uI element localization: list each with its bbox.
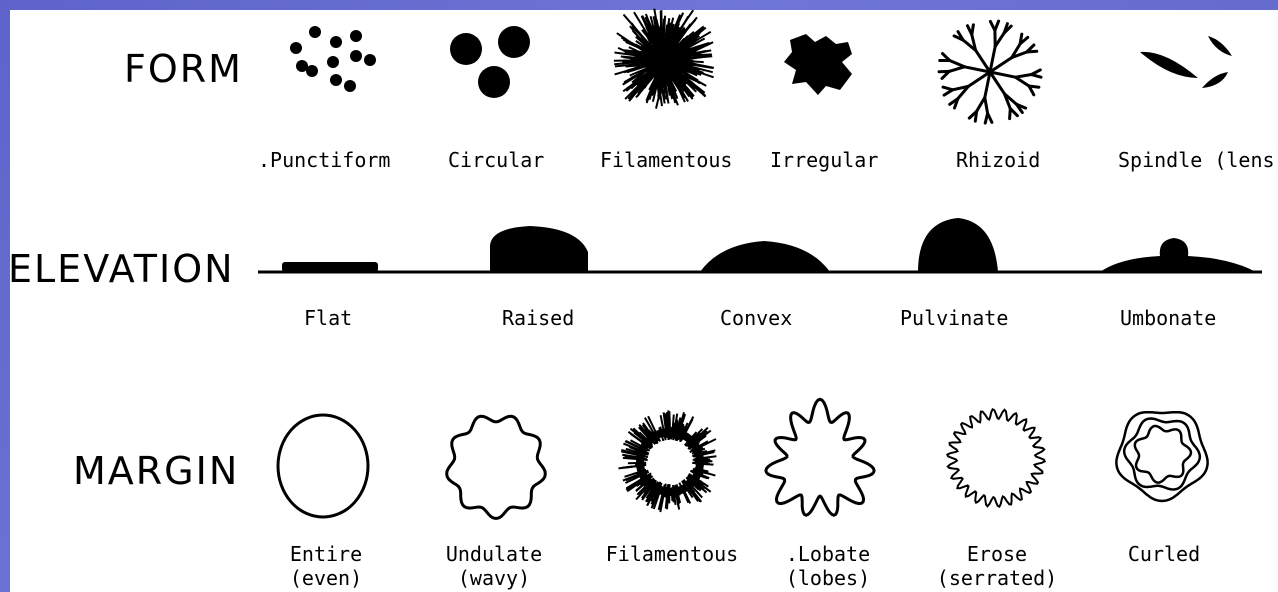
elevation-profiles — [258, 218, 1262, 272]
caption-lobate-line1: .Lobate — [784, 542, 872, 566]
caption-punctiform: .Punctiform — [258, 148, 390, 172]
margin-row-label: MARGIN — [73, 452, 239, 490]
caption-filamentous-margin-line1: Filamentous — [604, 542, 740, 566]
caption-entire-line1: Entire — [280, 542, 372, 566]
caption-erose-line1: Erose — [934, 542, 1060, 566]
entire-margin-shape — [278, 415, 368, 517]
circular-shape — [450, 26, 530, 98]
filamentous-margin-shape — [619, 410, 717, 512]
caption-umbonate: Umbonate — [1120, 306, 1216, 330]
erose-margin-shape — [947, 409, 1044, 506]
caption-rhizoid: Rhizoid — [956, 148, 1040, 172]
lobate-margin-shape — [766, 399, 874, 515]
caption-undulate-line2: (wavy) — [444, 566, 544, 590]
elevation-row-label: ELEVATION — [8, 250, 235, 288]
caption-pulvinate: Pulvinate — [900, 306, 1008, 330]
irregular-shape — [784, 34, 852, 95]
undulate-margin-shape — [447, 416, 546, 518]
spindle-shape — [1140, 36, 1232, 88]
caption-flat: Flat — [304, 306, 352, 330]
caption-spindle: Spindle (lens) — [1118, 148, 1278, 172]
caption-entire-line2: (even) — [280, 566, 372, 590]
caption-undulate: Undulate (wavy) — [444, 542, 544, 590]
caption-filamentous-margin: Filamentous — [604, 542, 740, 566]
caption-lobate-line2: (lobes) — [784, 566, 872, 590]
caption-undulate-line1: Undulate — [444, 542, 544, 566]
curled-margin-shape — [1116, 412, 1207, 501]
form-row-label: FORM — [124, 50, 243, 88]
caption-raised: Raised — [502, 306, 574, 330]
filamentous-shape — [614, 9, 714, 109]
caption-convex: Convex — [720, 306, 792, 330]
rhizoid-shape — [939, 21, 1041, 123]
caption-entire: Entire (even) — [280, 542, 372, 590]
caption-irregular: Irregular — [770, 148, 878, 172]
caption-circular: Circular — [448, 148, 544, 172]
caption-erose: Erose (serrated) — [934, 542, 1060, 590]
caption-curled-line1: Curled — [1122, 542, 1206, 566]
caption-lobate: .Lobate (lobes) — [784, 542, 872, 590]
caption-curled: Curled — [1122, 542, 1206, 566]
punctiform-shape — [290, 26, 376, 92]
caption-erose-line2: (serrated) — [934, 566, 1060, 590]
caption-filamentous: Filamentous — [600, 148, 732, 172]
